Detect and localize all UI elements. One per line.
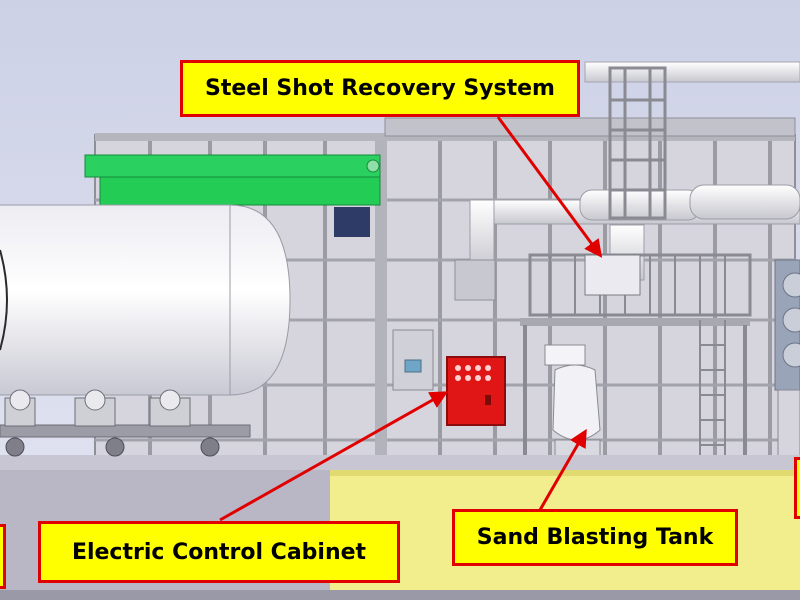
arrow-electric (219, 391, 449, 522)
roller-door (84, 154, 381, 206)
callout-arrows (219, 116, 603, 522)
workpiece-tank (0, 204, 291, 396)
callout-fragment-left (0, 524, 6, 589)
window-panel (334, 207, 370, 237)
top-pipe (584, 61, 800, 83)
control-panel-small (392, 329, 434, 391)
callout-steel-shot-recovery: Steel Shot Recovery System (180, 60, 580, 117)
recovery-platform (520, 253, 752, 465)
callout-electric-control-cabinet: Electric Control Cabinet (38, 521, 400, 583)
access-tower (608, 66, 667, 220)
arrow-steel-shot (496, 116, 603, 258)
callout-fragment-right (794, 457, 800, 519)
roller-cart (0, 389, 251, 457)
dust-collector (774, 259, 800, 461)
ductwork (454, 184, 800, 301)
electric-cabinet (446, 356, 506, 426)
arrow-sand (538, 428, 587, 511)
staircase (699, 320, 726, 460)
callout-sand-blasting-tank: Sand Blasting Tank (452, 509, 738, 566)
